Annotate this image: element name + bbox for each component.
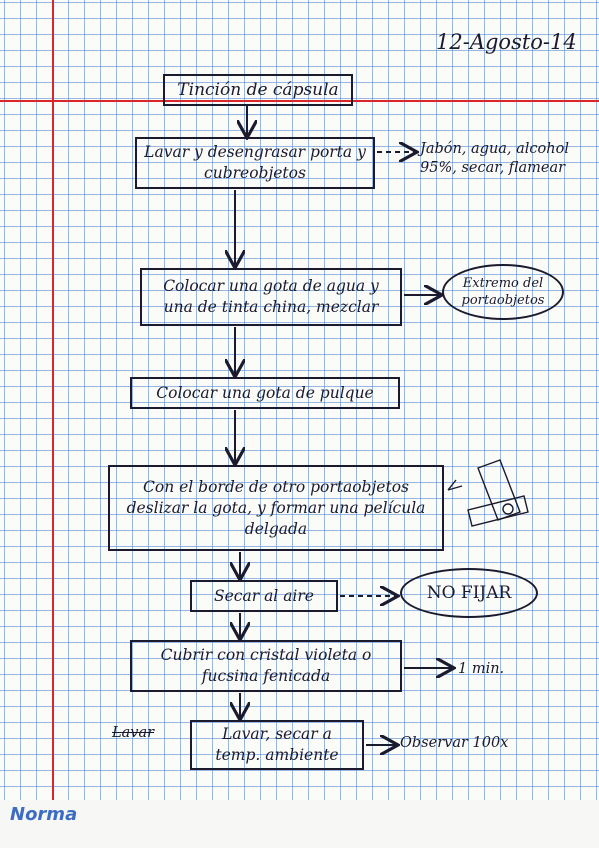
step-4-text: Con el borde de otro portaobjetos desliz… bbox=[126, 477, 426, 538]
step-5-text: Secar al aire bbox=[214, 586, 314, 605]
struck-word: Lavar bbox=[112, 725, 155, 741]
step-2-text: Colocar una gota de agua y una de tinta … bbox=[163, 277, 379, 316]
step-1-text: Lavar y desengrasar porta y cubreobjetos bbox=[144, 143, 366, 182]
step-2-box: Colocar una gota de agua y una de tinta … bbox=[140, 268, 402, 326]
step-7-box: Lavar, secar a temp. ambiente bbox=[190, 720, 364, 770]
brand-logo: Norma bbox=[10, 804, 78, 825]
date-label: 12-Agosto-14 bbox=[436, 30, 577, 54]
time-note: 1 min. bbox=[458, 661, 505, 677]
red-margin-horizontal bbox=[0, 100, 599, 102]
no-fix-oval: NO FIJAR bbox=[400, 568, 538, 618]
slide-sketch bbox=[447, 459, 529, 527]
cleaning-note: Jabón, agua, alcohol 95%, secar, flamear bbox=[420, 141, 569, 176]
step-3-text: Colocar una gota de pulque bbox=[156, 383, 374, 402]
observe-note: Observar 100x bbox=[400, 735, 509, 751]
step-4-box: Con el borde de otro portaobjetos desliz… bbox=[108, 465, 444, 551]
step-7-text: Lavar, secar a temp. ambiente bbox=[215, 725, 339, 764]
step-6-text: Cubrir con cristal violeta o fucsina fen… bbox=[160, 646, 372, 685]
title-text: Tinción de cápsula bbox=[177, 79, 339, 100]
step-5-box: Secar al aire bbox=[190, 580, 338, 612]
red-margin-vertical bbox=[52, 0, 54, 800]
step-3-box: Colocar una gota de pulque bbox=[130, 377, 400, 409]
step-6-box: Cubrir con cristal violeta o fucsina fen… bbox=[130, 640, 402, 692]
title-box: Tinción de cápsula bbox=[163, 74, 353, 106]
